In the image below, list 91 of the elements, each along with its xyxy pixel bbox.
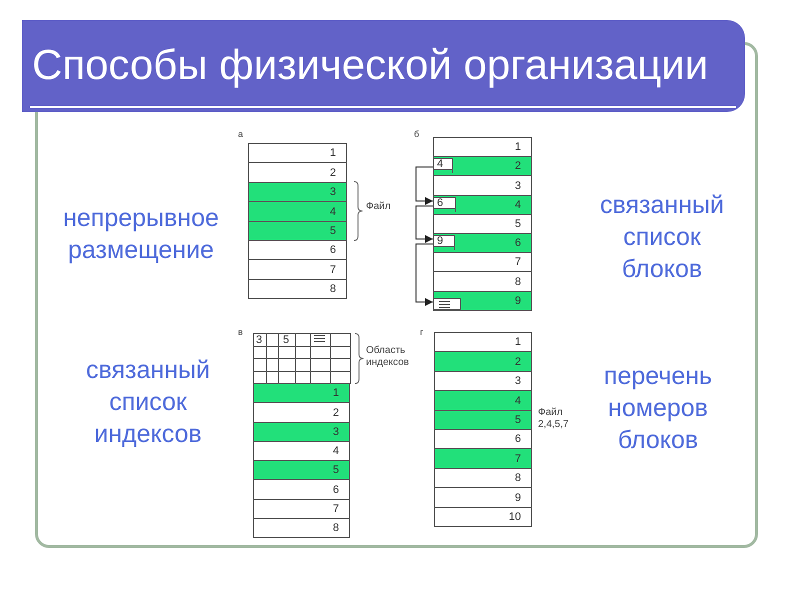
block-number: 1 [514, 336, 521, 348]
disk-block [248, 162, 347, 183]
slide-title: Способы физической организации [32, 40, 708, 90]
diagram-letter: а [238, 129, 244, 140]
disk-block [248, 182, 347, 202]
block-number: 5 [514, 218, 521, 230]
block-number: 3 [332, 426, 339, 438]
block-number: 8 [332, 522, 339, 534]
disk-block [253, 518, 350, 538]
disk-block [433, 233, 532, 253]
disk-block [434, 507, 532, 527]
disk-block [434, 468, 532, 488]
block-number: 7 [332, 503, 339, 515]
block-number: 2 [330, 167, 336, 179]
method-caption: связанный список индексов [85, 355, 211, 450]
disk-block [253, 499, 350, 519]
block-number: 10 [508, 511, 521, 523]
block-number: 7 [514, 453, 521, 465]
disk-block [433, 271, 532, 292]
disk-block [248, 259, 347, 280]
disk-block [434, 390, 532, 411]
disk-block [433, 195, 532, 215]
block-number: 6 [514, 433, 521, 445]
disk-block [434, 487, 532, 508]
block-number: 1 [332, 387, 339, 399]
block-number: 5 [332, 464, 339, 476]
block-number: 2 [514, 160, 521, 172]
file-blocks-label: Файл 2,4,5,7 [538, 407, 570, 431]
disk-block [248, 279, 347, 299]
block-number: 6 [514, 237, 521, 249]
next-block-pointer: 4 [433, 158, 453, 173]
diagram-letter: г [420, 327, 424, 338]
block-number: 3 [514, 375, 521, 387]
block-number: 3 [330, 186, 336, 198]
arrow [416, 206, 434, 243]
block-number: 9 [514, 295, 521, 307]
file-label: Файл [366, 201, 391, 213]
disk-block [248, 221, 347, 241]
disk-block [434, 332, 532, 352]
arrow [416, 244, 434, 306]
block-number: 3 [514, 180, 521, 192]
block-number: 1 [330, 147, 336, 159]
disk-block [434, 448, 532, 469]
block-number: 5 [514, 414, 521, 426]
next-block-pointer [433, 298, 461, 310]
method-caption: перечень номеров блоков [602, 361, 714, 456]
disk-block [433, 137, 532, 157]
block-number: 1 [514, 141, 521, 153]
next-block-pointer: 9 [433, 235, 455, 250]
disk-block [433, 156, 532, 176]
arrow [416, 166, 434, 205]
block-number: 8 [330, 283, 336, 295]
block-number: 2 [332, 407, 339, 419]
disk-block [253, 422, 350, 442]
block-number: 6 [330, 244, 336, 256]
block-number: 7 [330, 264, 336, 276]
diagram-letter: в [238, 327, 243, 338]
block-number: 7 [514, 256, 521, 268]
disk-block [434, 371, 532, 391]
index-number: 3 [256, 334, 262, 346]
disk-block [253, 441, 350, 461]
next-block-pointer: 6 [433, 197, 456, 212]
block-number: 8 [514, 276, 521, 288]
disk-block [434, 410, 532, 430]
block-number: 4 [514, 199, 521, 211]
area-label: Область индексов [366, 345, 410, 369]
block-number: 5 [330, 225, 336, 237]
block-number: 4 [332, 445, 339, 457]
disk-block [433, 291, 532, 311]
disk-block [433, 214, 532, 234]
disk-block [433, 252, 532, 272]
disk-block [253, 383, 350, 403]
disk-block [248, 240, 347, 260]
disk-block [253, 402, 350, 423]
disk-block [248, 143, 347, 163]
block-number: 4 [330, 206, 336, 218]
method-caption: связанный список блоков [599, 190, 725, 285]
diagram-letter: б [414, 129, 420, 140]
block-number: 2 [514, 356, 521, 368]
index-number: 5 [283, 334, 290, 346]
method-caption: непрерывное размещение [62, 203, 220, 266]
block-number: 6 [332, 484, 339, 496]
disk-block [253, 479, 350, 500]
block-number: 8 [514, 472, 521, 484]
disk-block [433, 175, 532, 196]
disk-block [253, 460, 350, 480]
disk-block [248, 201, 347, 222]
block-number: 4 [514, 395, 521, 407]
block-number: 9 [514, 492, 521, 504]
disk-block [434, 429, 532, 449]
disk-block [434, 351, 532, 372]
